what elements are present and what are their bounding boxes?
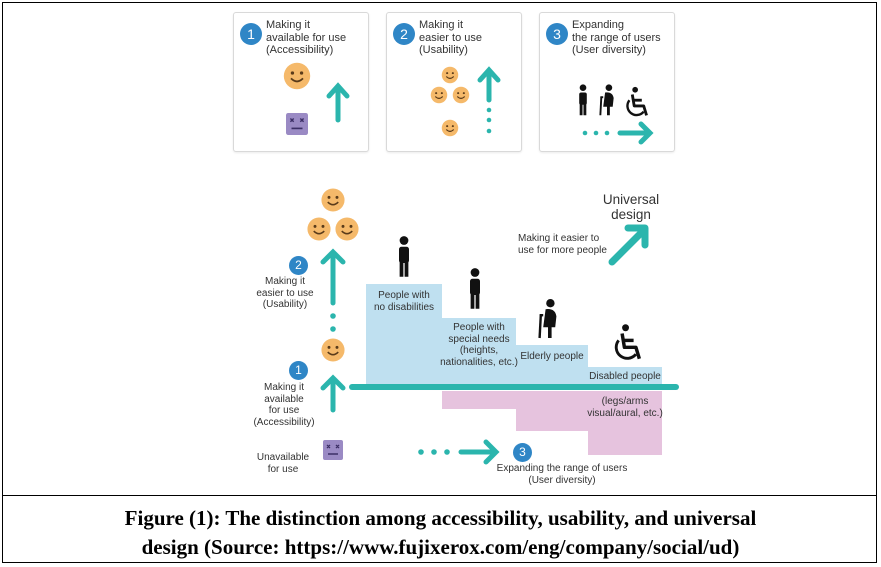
arrow-up-icon [326, 82, 350, 123]
card-title: Making it available for use (Accessibili… [266, 19, 347, 56]
figure-caption: Figure (1): The distinction among access… [10, 504, 871, 562]
easier-for-more-label: Making it easier to use for more people [518, 233, 607, 256]
caption-line-2: design (Source: https://www.fujixerox.co… [141, 535, 740, 559]
arrow-right-icon [582, 130, 610, 136]
unavailable-icon [322, 439, 344, 461]
smiley-group-icon [430, 66, 470, 137]
smiley-icon [320, 337, 346, 363]
group-label-elderly: Elderly people [520, 351, 584, 362]
card-title: Making it easier to use (Usability) [419, 19, 482, 56]
universal-design-label: Universal design [602, 192, 660, 222]
step-number-badge: 1 [240, 23, 262, 45]
smiley-group-icon [306, 187, 360, 242]
steps-blue [366, 284, 662, 385]
usability-label: Making it easier to use (Usability) [256, 276, 314, 310]
dotted-line-icon [330, 313, 336, 332]
elderly-person-icon [538, 297, 558, 340]
caption-line-1: Figure (1): The distinction among access… [124, 506, 757, 530]
unavailable-label: Unavailable for use [256, 452, 310, 475]
step-number-badge: 3 [546, 23, 568, 45]
arrow-right-icon [617, 121, 654, 145]
step-number-badge: 2 [289, 256, 308, 275]
wheelchair-icon [614, 322, 642, 361]
smiley-icon [282, 61, 312, 91]
card-title: Expanding the range of users (User diver… [572, 19, 661, 56]
users-icon [579, 83, 648, 117]
steps-pink [442, 391, 662, 455]
caption-divider [2, 495, 877, 496]
diagram-graphics [282, 61, 679, 465]
accessibility-label: Making it available for use (Accessibili… [253, 382, 315, 428]
arrow-up-icon [477, 66, 501, 103]
card-user-diversity: 3 Expanding the range of users (User div… [539, 12, 675, 152]
step-number-badge: 3 [513, 443, 532, 462]
group-label-no-disabilities: People with no disabilities [373, 290, 435, 313]
group-label-disabled: Disabled people [589, 371, 661, 382]
arrow-diagonal-icon [608, 224, 649, 266]
person-icon [399, 236, 409, 277]
unavailable-icon [285, 112, 309, 136]
step-number-badge: 1 [289, 361, 308, 380]
step-number-badge: 2 [393, 23, 415, 45]
group-label-special-needs: People with special needs (heights, nati… [440, 322, 518, 368]
dotted-line-icon [418, 449, 450, 455]
person-icon [470, 268, 480, 309]
user-diversity-label: Expanding the range of users (User diver… [496, 463, 628, 486]
arrow-right-icon [458, 439, 500, 465]
dotted-line-icon [486, 107, 492, 134]
disabled-detail-label: (legs/arms visual/aural, etc.) [587, 396, 663, 419]
arrow-up-icon [320, 248, 346, 413]
